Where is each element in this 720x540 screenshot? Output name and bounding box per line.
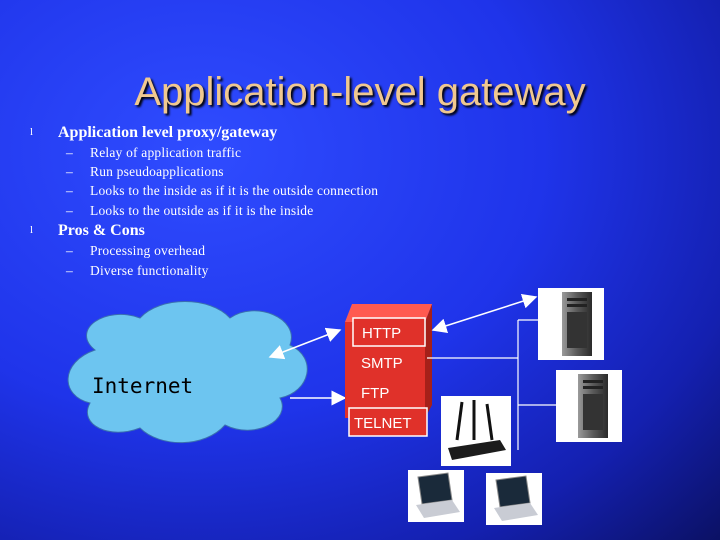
server-icon [538,288,604,360]
bullet-marker: l [30,126,34,138]
laptop-icon [408,470,464,522]
cloud-label: Internet [92,374,193,398]
bullet-text: Application level proxy/gateway [58,124,278,141]
protocol-smtp: SMTP [353,348,425,376]
dash: – [66,243,73,258]
sub-bullet-text: Processing overhead [90,243,206,258]
sub-bullet-text: Relay of application traffic [90,145,242,160]
slide-title: Application-level gateway [134,70,586,114]
dash: – [66,183,73,198]
protocol-label: HTTP [362,325,401,342]
protocol-http: HTTP [352,317,426,347]
protocol-label: TELNET [354,415,412,432]
connection-line [431,293,538,334]
sub-bullet-text: Diverse functionality [90,263,209,278]
bullet-text: Pros & Cons [58,222,145,239]
sub-bullet-text: Looks to the outside as if it is the ins… [90,203,314,218]
dash: – [66,164,73,179]
bullet-marker: l [30,224,34,236]
wireless-router-icon [441,396,511,466]
internet-cloud [67,301,308,444]
sub-bullet-text: Looks to the inside as if it is the outs… [90,183,379,198]
dash: – [66,263,73,278]
laptop-icon [486,473,542,525]
protocol-label: SMTP [361,355,403,372]
dash: – [66,203,73,218]
server-icon [556,370,622,442]
dash: – [66,145,73,160]
connection-line [268,327,342,360]
protocol-label: FTP [361,385,389,402]
protocol-ftp: FTP [353,378,425,406]
protocol-telnet: TELNET [348,407,428,437]
sub-bullet-text: Run pseudoapplications [90,164,224,179]
